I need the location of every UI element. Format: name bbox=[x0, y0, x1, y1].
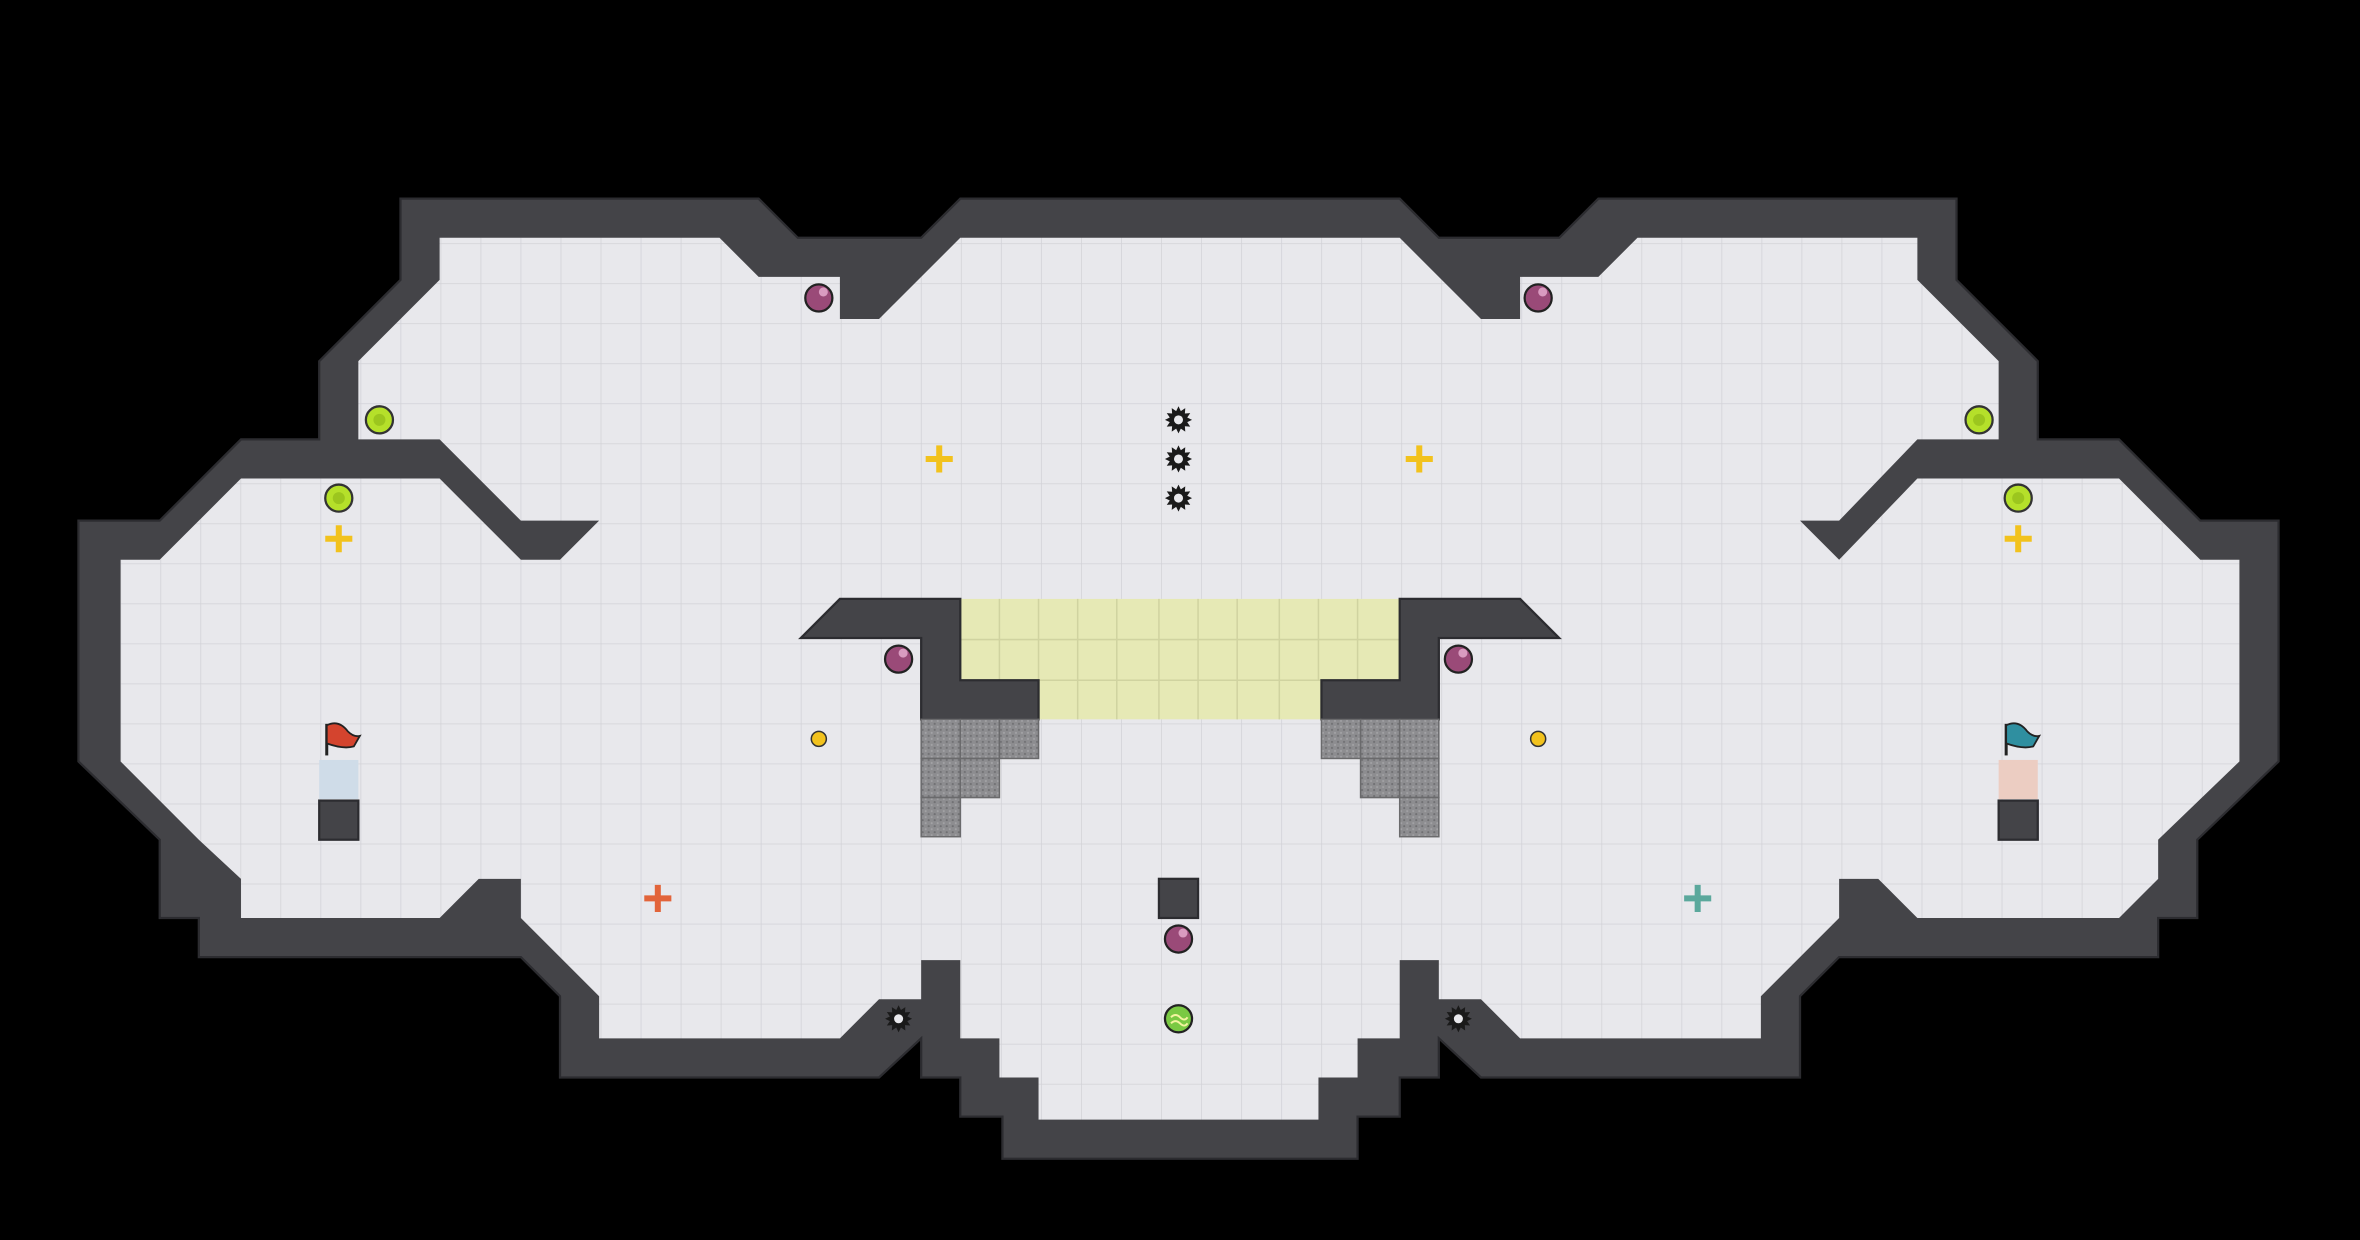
red-flag-icon bbox=[325, 722, 362, 756]
neutral-zone-lower bbox=[1038, 680, 1322, 720]
powerup-icon bbox=[364, 405, 395, 435]
wall-block-center bbox=[1157, 877, 1200, 920]
bomb-icon bbox=[1163, 924, 1194, 954]
yellow-dot-icon bbox=[1529, 730, 1547, 748]
neutral-boost-icon bbox=[2004, 525, 2032, 553]
boost-icons bbox=[325, 445, 2032, 553]
neutral-boost-icon bbox=[925, 445, 953, 473]
center-wall-left bbox=[798, 597, 1040, 721]
blue-flag-icon bbox=[2004, 722, 2042, 756]
bomb-icons bbox=[804, 283, 1553, 954]
spike-icon bbox=[885, 1005, 913, 1033]
portal-icon bbox=[1163, 1004, 1194, 1034]
powerup-icons bbox=[324, 405, 2033, 513]
blue-spawn-pad bbox=[1998, 759, 2038, 800]
red-boost-icon bbox=[644, 884, 672, 912]
bomb-icon bbox=[804, 283, 834, 313]
red-spawn-pad bbox=[319, 759, 359, 800]
blue-boost-icon bbox=[1684, 884, 1712, 912]
bomb-icon bbox=[1443, 644, 1474, 674]
spike-icon bbox=[1444, 1005, 1472, 1033]
spike-icon bbox=[1164, 484, 1193, 512]
yellow-dot-icon bbox=[810, 730, 828, 748]
rough-floor-left bbox=[920, 718, 1040, 838]
neutral-zone-grid bbox=[960, 598, 1400, 720]
spike-icons bbox=[885, 406, 1472, 1033]
bomb-icon bbox=[883, 644, 914, 674]
bomb-icon bbox=[1523, 283, 1553, 313]
powerup-icon bbox=[324, 483, 354, 513]
neutral-boost-icon bbox=[1405, 445, 1433, 473]
wall-block-blue-base bbox=[1997, 799, 2039, 841]
neutral-boost-icon bbox=[325, 525, 353, 553]
wall-block-red-base bbox=[318, 799, 360, 841]
spike-icon bbox=[1164, 445, 1193, 473]
powerup-icon bbox=[1964, 405, 1994, 435]
center-wall-right bbox=[1320, 597, 1562, 721]
spike-icon bbox=[1164, 406, 1193, 434]
powerup-icon bbox=[2003, 483, 2033, 513]
rough-floor-right bbox=[1320, 718, 1440, 838]
